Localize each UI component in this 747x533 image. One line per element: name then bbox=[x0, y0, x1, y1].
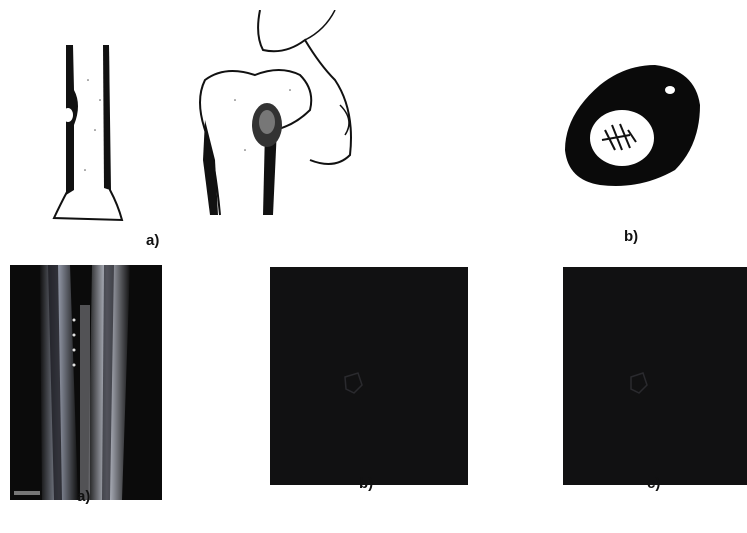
dark-scan-image-b bbox=[270, 267, 468, 485]
bottom-panel-a-label: a) bbox=[77, 488, 90, 505]
bone-cross-section-drawing bbox=[560, 60, 710, 195]
hip-joint-drawing bbox=[185, 10, 365, 220]
xray-image bbox=[10, 265, 162, 500]
top-panel-a-label: a) bbox=[146, 232, 159, 249]
top-panel-b-label: b) bbox=[624, 228, 638, 245]
bottom-panel-c-label: c) bbox=[647, 475, 660, 492]
bottom-panel-b-label: b) bbox=[359, 475, 373, 492]
long-bone-drawing bbox=[40, 40, 140, 225]
dark-scan-image-c bbox=[563, 267, 747, 485]
